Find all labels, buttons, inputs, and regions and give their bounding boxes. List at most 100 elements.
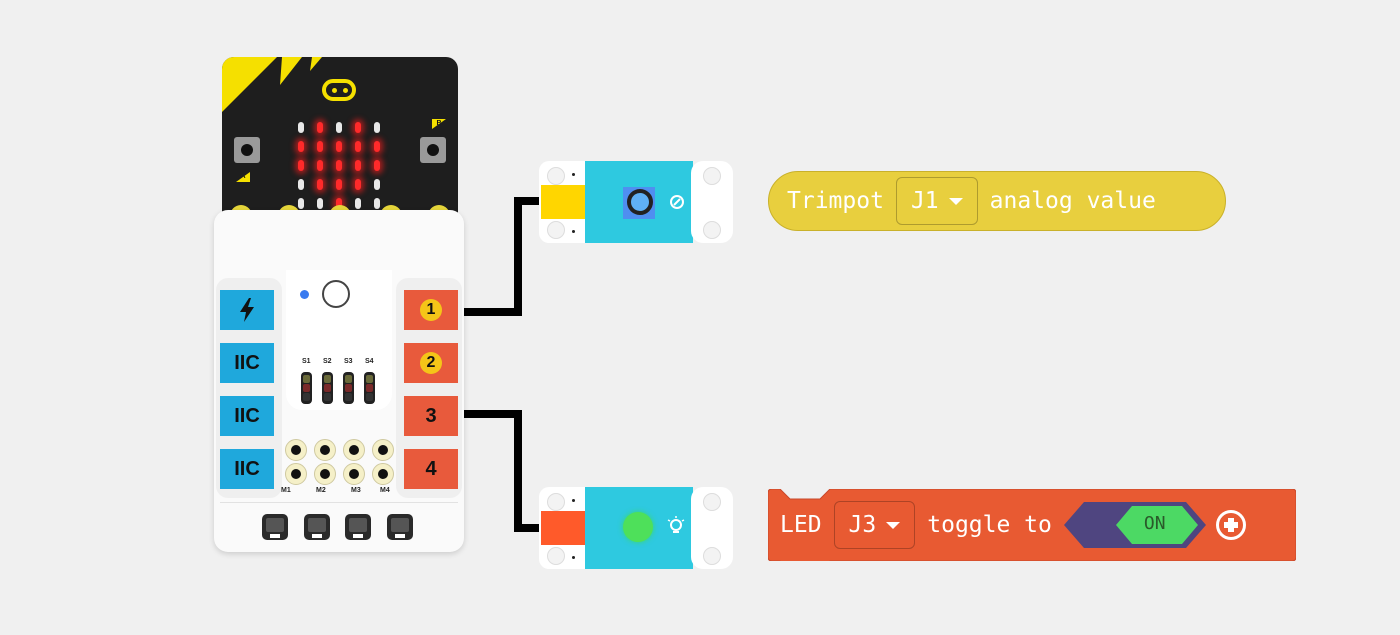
microbit-logo [322,79,356,101]
block-label-analog-value: analog value [989,188,1156,214]
power-indicator-led [300,290,309,299]
switch-label: S4 [365,358,374,365]
block-label-led: LED [780,512,822,538]
connector-socket[interactable] [262,514,288,540]
matrix-led [298,160,304,171]
matrix-led [374,160,380,171]
button-b-label: B [432,119,446,129]
matrix-led [336,141,342,152]
matrix-led [298,141,304,152]
matrix-led [298,198,304,209]
led-module[interactable] [539,487,733,569]
block-label-trimpot: Trimpot [787,188,884,214]
servo-switch-s1[interactable] [301,372,312,404]
reset-button[interactable] [322,280,350,308]
block-label-toggle-to: toggle to [927,512,1052,538]
on-off-toggle[interactable]: ON [1063,502,1206,548]
matrix-led [317,198,323,209]
port-dropdown-value: J3 [848,512,877,538]
switch-label: S3 [344,358,353,365]
servo-switch-s2[interactable] [322,372,333,404]
matrix-led [355,122,361,133]
port-dropdown-j3[interactable]: J3 [833,501,916,549]
add-parameter-plus-icon[interactable] [1215,510,1246,540]
divider [220,502,458,503]
matrix-led [336,160,342,171]
motor-label: M1 [281,487,291,494]
matrix-led [298,122,304,133]
connector-socket[interactable] [387,514,413,540]
power-port[interactable] [220,290,274,330]
microbit-stripe-decoration [222,57,322,112]
motor-jack[interactable] [372,439,394,461]
port-number: 1 [420,299,442,321]
port-dropdown-value: J1 [910,188,939,214]
iic-port-label: IIC [234,457,260,480]
motor-jack[interactable] [285,439,307,461]
port-number: 2 [420,352,442,374]
matrix-led [336,179,342,190]
servo-switch-s3[interactable] [343,372,354,404]
port-j3[interactable]: 3 [404,396,458,436]
switch-label: S2 [323,358,332,365]
lightbulb-icon [667,516,685,533]
gauge-icon [670,195,684,209]
matrix-led [317,179,323,190]
connector-socket[interactable] [304,514,330,540]
matrix-led [374,179,380,190]
led-connector [541,511,585,545]
switch-label: S1 [302,358,311,365]
port-j1[interactable]: 1 [404,290,458,330]
motor-jack[interactable] [314,463,336,485]
chevron-down-icon [886,521,901,529]
port-j4[interactable]: 4 [404,449,458,489]
port-number: 4 [425,457,437,480]
iic-port-1[interactable]: IIC [220,343,274,383]
toggle-value: ON [1143,513,1166,534]
iic-port-label: IIC [234,351,260,374]
trimpot-knob[interactable] [617,183,659,223]
green-led-light [623,512,653,542]
led-toggle-block[interactable]: LED J3 toggle to ON [768,489,1296,561]
lightning-icon [240,298,254,322]
iic-port-2[interactable]: IIC [220,396,274,436]
matrix-led [355,141,361,152]
matrix-led [355,160,361,171]
matrix-led [336,122,342,133]
motor-label: M3 [351,487,361,494]
expansion-board: IIC IIC IIC 1 2 3 4 S1 S2 S3 S4 M1 M2 M3… [214,210,464,552]
matrix-led [317,141,323,152]
matrix-led [355,198,361,209]
matrix-led [336,198,342,209]
matrix-led [317,122,323,133]
motor-jack[interactable] [285,463,307,485]
motor-jack[interactable] [372,463,394,485]
motor-jack[interactable] [314,439,336,461]
connector-socket[interactable] [345,514,371,540]
iic-port-label: IIC [234,404,260,427]
motor-label: M4 [380,487,390,494]
trimpot-module[interactable] [539,161,733,243]
trimpot-connector [541,185,585,219]
matrix-led [374,141,380,152]
servo-switch-s4[interactable] [364,372,375,404]
trimpot-analog-value-block[interactable]: Trimpot J1 analog value [768,171,1226,231]
matrix-led [355,179,361,190]
port-number: 3 [425,404,437,427]
motor-label: M2 [316,487,326,494]
motor-jack[interactable] [343,439,365,461]
iic-port-3[interactable]: IIC [220,449,274,489]
button-b[interactable] [420,137,446,163]
matrix-led [298,179,304,190]
chevron-down-icon [948,197,963,205]
toggle-track [1063,502,1206,548]
microbit: A B [222,57,458,217]
matrix-led [374,198,380,209]
matrix-led [317,160,323,171]
port-dropdown-j1[interactable]: J1 [895,177,978,225]
center-panel: S1 S2 S3 S4 [286,270,392,410]
port-j2[interactable]: 2 [404,343,458,383]
button-a[interactable] [234,137,260,163]
motor-jack[interactable] [343,463,365,485]
matrix-led [374,122,380,133]
